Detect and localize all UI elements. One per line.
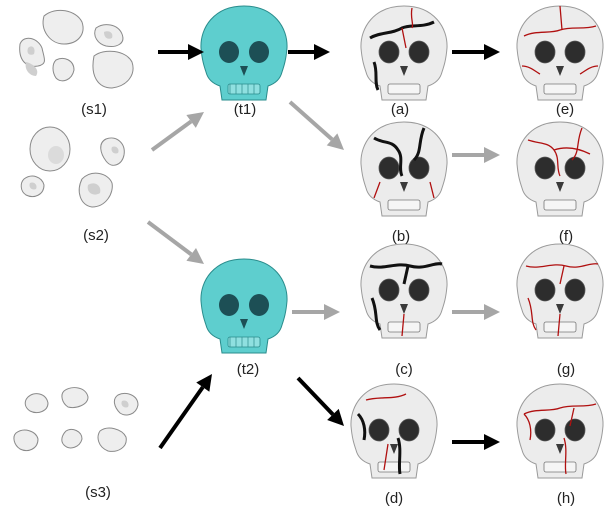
arrow-s3-to-t2 — [160, 374, 212, 448]
label-s1: (s1) — [81, 101, 107, 118]
arrow-shaft — [290, 102, 332, 139]
arrow-head — [484, 147, 500, 163]
result-skull-a — [361, 6, 447, 100]
result-skull-h — [517, 384, 603, 478]
arrow-shaft — [152, 121, 191, 150]
arrow-head — [484, 304, 500, 320]
label-t1: (t1) — [234, 101, 257, 118]
arrows-layer — [148, 44, 500, 450]
arrow-c-to-g — [452, 304, 500, 320]
template-skull-t2 — [201, 259, 287, 353]
fragments-s1 — [20, 10, 133, 88]
arrow-s2-to-t2 — [148, 222, 204, 264]
label-d: (d) — [385, 490, 403, 507]
label-b: (b) — [392, 228, 410, 245]
arrow-t1-to-a — [288, 44, 330, 60]
label-s3: (s3) — [85, 484, 111, 501]
label-t2: (t2) — [237, 361, 260, 378]
result-skull-b — [361, 122, 447, 216]
arrow-t2-to-c — [292, 304, 340, 320]
arrow-b-to-f — [452, 147, 500, 163]
arrow-a-to-e — [452, 44, 500, 60]
arrow-d-to-h — [452, 434, 500, 450]
arrow-shaft — [298, 378, 333, 414]
label-a: (a) — [391, 101, 409, 118]
arrow-head — [484, 434, 500, 450]
result-skull-g — [517, 244, 603, 338]
result-skull-c — [361, 244, 447, 338]
result-skull-e — [517, 6, 603, 100]
arrow-t1-to-b — [290, 102, 344, 150]
label-h: (h) — [557, 490, 575, 507]
arrow-shaft — [160, 387, 203, 448]
label-e: (e) — [556, 101, 574, 118]
label-g: (g) — [557, 361, 575, 378]
result-skull-f — [517, 122, 603, 216]
fragments-s3 — [14, 388, 138, 452]
fragments-s2 — [21, 127, 124, 207]
label-c: (c) — [395, 361, 413, 378]
template-skull-t1 — [201, 6, 287, 100]
result-skull-d — [351, 384, 437, 478]
arrow-shaft — [148, 222, 191, 254]
arrow-s2-to-t1 — [152, 112, 204, 150]
arrow-head — [324, 304, 340, 320]
arrow-s1-to-t1 — [158, 44, 204, 60]
label-s2: (s2) — [83, 227, 109, 244]
arrow-head — [196, 374, 212, 392]
arrow-head — [314, 44, 330, 60]
arrow-head — [186, 112, 204, 128]
arrow-t2-to-d — [298, 378, 344, 426]
label-f: (f) — [559, 228, 573, 245]
arrow-head — [484, 44, 500, 60]
